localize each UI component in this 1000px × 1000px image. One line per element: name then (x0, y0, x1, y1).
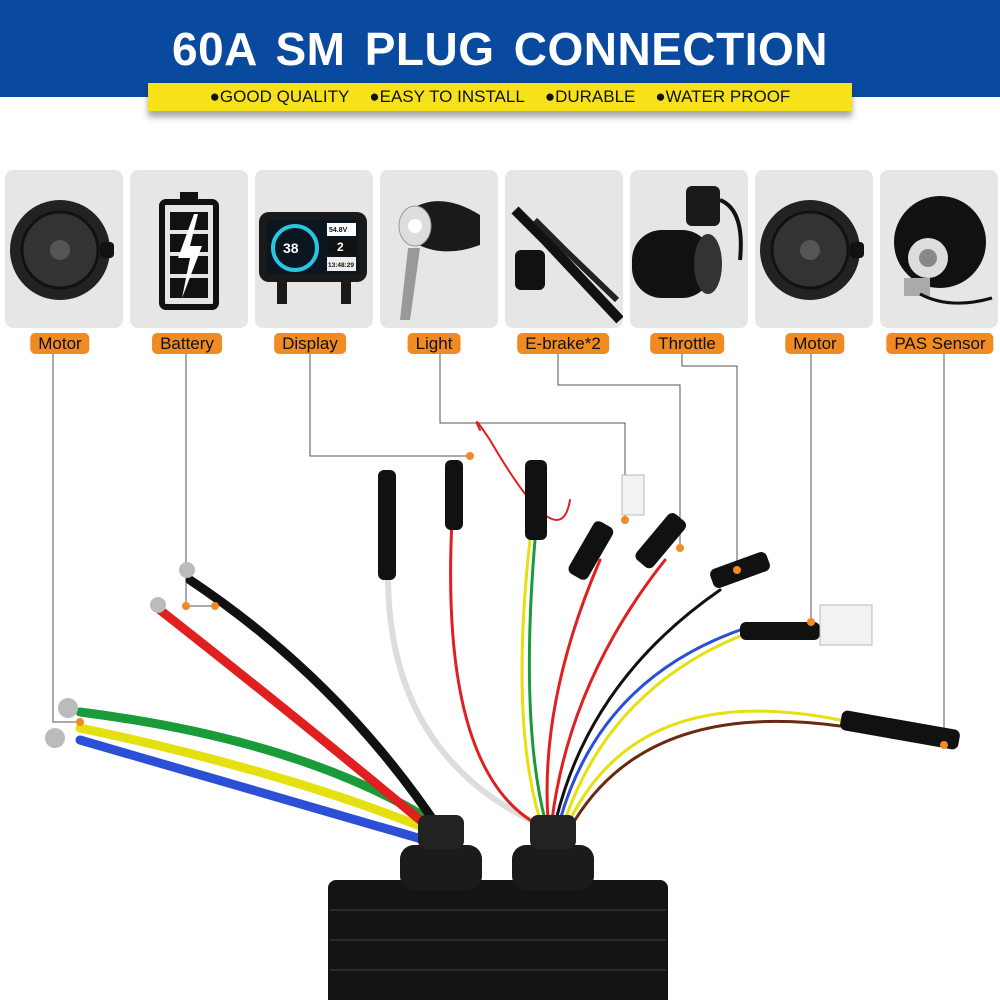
controller-box (328, 815, 668, 1000)
headlight-icon (380, 170, 498, 328)
pas-sensor-icon (880, 170, 998, 328)
ring-terminals (45, 562, 195, 748)
feature-durable: ●DURABLE (544, 87, 636, 106)
label-light: Light (407, 333, 461, 354)
label-display: Display (274, 333, 346, 354)
feature-install: ●EASY TO INSTALL (369, 87, 525, 106)
battery-icon (130, 170, 248, 328)
brake-lever-icon (505, 170, 623, 328)
page-title: 60A SM PLUG CONNECTION (171, 23, 829, 75)
label-battery: Battery (152, 333, 222, 354)
light-connector (621, 474, 645, 516)
throttle-icon (630, 170, 748, 328)
label-motor-2: Motor (785, 333, 845, 354)
display-gear: 2 (337, 240, 344, 254)
display-speed: 38 (283, 240, 299, 256)
feature-quality: ●GOOD QUALITY (209, 87, 350, 106)
label-motor: Motor (30, 333, 90, 354)
leader-lines (52, 354, 945, 745)
features-ribbon: ●GOOD QUALITY ●EASY TO INSTALL ●DURABLE … (148, 83, 852, 111)
hub-motor-icon (5, 170, 123, 328)
wires (75, 421, 842, 845)
connection-dots (76, 452, 948, 749)
label-ebrake: E-brake*2 (517, 333, 609, 354)
display-voltage: 54.8V (329, 227, 348, 234)
display-clock: 13:48:29 (328, 262, 354, 269)
motor-hall-connector (819, 604, 873, 646)
header-banner (0, 0, 1000, 97)
display-icon: 38 54.8V 2 13:48:29 (255, 170, 373, 328)
hub-motor-icon (755, 170, 873, 328)
label-pas-sensor: PAS Sensor (886, 333, 994, 354)
label-throttle: Throttle (650, 333, 724, 354)
connectors (378, 460, 960, 750)
feature-waterproof: ●WATER PROOF (655, 87, 791, 106)
